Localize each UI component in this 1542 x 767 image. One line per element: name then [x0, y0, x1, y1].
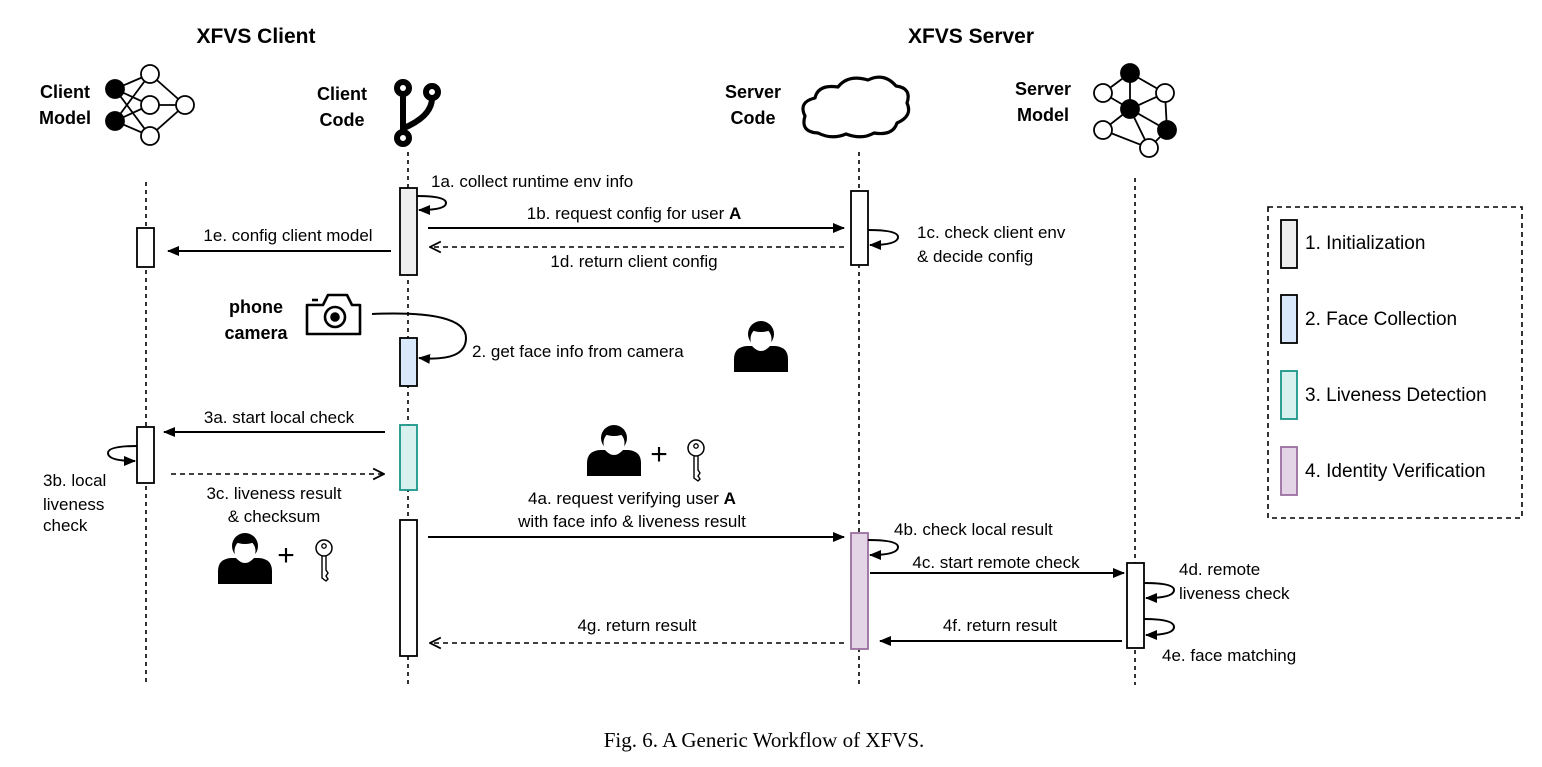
client-code-verify-activation: [399, 519, 418, 657]
svg-text:Server: Server: [725, 82, 781, 102]
client-model-label: Client Model: [39, 82, 91, 128]
server-model-label: Server Model: [1015, 79, 1071, 125]
svg-text:check: check: [43, 516, 88, 535]
server-code-label: Server Code: [725, 82, 781, 128]
legend-label: 2. Face Collection: [1305, 309, 1457, 330]
step-1e-label: 1e. config client model: [203, 226, 372, 245]
client-header: XFVS Client: [196, 25, 315, 48]
legend-item-initialization: 1. Initialization: [1280, 219, 1425, 269]
svg-text:Code: Code: [320, 110, 365, 130]
svg-text:4d. remote: 4d. remote: [1179, 560, 1260, 579]
legend-border: [1267, 206, 1523, 519]
legend-swatch: [1280, 219, 1298, 269]
client-code-liveness-activation: [399, 424, 418, 491]
step-3b-self-arrow: [106, 445, 138, 466]
legend-swatch: [1280, 446, 1298, 496]
client-model-config-activation: [136, 227, 155, 268]
graph-network-icon: [1093, 63, 1177, 158]
user-icon: [218, 533, 272, 584]
camera-icon: [305, 293, 362, 336]
step-1a-self-arrow: [416, 195, 448, 215]
step-1d-label: 1d. return client config: [550, 252, 717, 271]
legend-item-face-collection: 2. Face Collection: [1280, 294, 1457, 344]
step-3c-label: 3c. liveness result & checksum: [206, 484, 341, 526]
step-2-label: 2. get face info from camera: [472, 342, 684, 361]
svg-text:Client: Client: [40, 82, 90, 102]
neural-network-icon: [105, 64, 195, 146]
svg-text:Server: Server: [1015, 79, 1071, 99]
phone-camera-label: phone camera: [224, 297, 288, 343]
step-4f-label: 4f. return result: [943, 616, 1058, 635]
svg-text:camera: camera: [224, 323, 288, 343]
step-4d-self-arrow: [1143, 582, 1176, 603]
svg-text:3c. liveness result: 3c. liveness result: [206, 484, 341, 503]
svg-text:Code: Code: [731, 108, 776, 128]
user-icon: [734, 321, 788, 372]
server-code-verify-activation: [850, 532, 869, 650]
legend-item-liveness-detection: 3. Liveness Detection: [1280, 370, 1487, 420]
plus-sign: +: [650, 438, 668, 471]
svg-text:Model: Model: [39, 108, 91, 128]
step-1a-label: 1a. collect runtime env info: [431, 172, 633, 191]
step-4a-label: 4a. request verifying user A with face i…: [517, 489, 746, 531]
client-code-init-activation: [399, 187, 418, 276]
figure-caption: Fig. 6. A Generic Workflow of XFVS.: [604, 728, 925, 752]
legend-label: 1. Initialization: [1305, 233, 1425, 254]
step-4d-label: 4d. remote liveness check: [1179, 560, 1290, 603]
user-icon: [587, 425, 641, 476]
legend-item-identity-verification: 4. Identity Verification: [1280, 446, 1486, 496]
git-branch-icon: [394, 79, 441, 147]
step-1c-label: 1c. check client env & decide config: [917, 223, 1066, 266]
svg-text:1c. check client env: 1c. check client env: [917, 223, 1066, 242]
legend-swatch: [1280, 294, 1298, 344]
svg-text:Model: Model: [1017, 105, 1069, 125]
legend: 1. Initialization 2. Face Collection 3. …: [1267, 206, 1523, 519]
legend-label: 3. Liveness Detection: [1305, 385, 1487, 406]
step-4g-label: 4g. return result: [577, 616, 696, 635]
step-1c-self-arrow: [867, 229, 900, 250]
svg-text:Client: Client: [317, 84, 367, 104]
server-model-verify-activation: [1126, 562, 1145, 649]
step-2-arrow: [371, 312, 468, 364]
step-3b-label: 3b. local liveness check: [43, 471, 106, 535]
plus-sign: +: [277, 539, 295, 572]
cloud-icon: [801, 75, 911, 139]
svg-text:liveness check: liveness check: [1179, 584, 1290, 603]
svg-text:3b. local: 3b. local: [43, 471, 106, 490]
server-header: XFVS Server: [908, 25, 1034, 48]
server-code-config-activation: [850, 190, 869, 266]
client-code-label: Client Code: [317, 84, 367, 130]
svg-text:liveness: liveness: [43, 495, 104, 514]
step-3a-label: 3a. start local check: [204, 408, 355, 427]
svg-text:& decide config: & decide config: [917, 247, 1033, 266]
step-1b-label: 1b. request config for user A: [527, 204, 742, 223]
legend-swatch: [1280, 370, 1298, 420]
step-4e-label: 4e. face matching: [1162, 646, 1296, 665]
client-code-face-activation: [399, 337, 418, 387]
svg-text:phone: phone: [229, 297, 283, 317]
svg-text:with face info & liveness resu: with face info & liveness result: [517, 512, 746, 531]
step-4e-self-arrow: [1143, 618, 1176, 640]
step-4b-self-arrow: [867, 539, 900, 560]
key-icon: [315, 539, 333, 582]
step-4c-label: 4c. start remote check: [912, 553, 1080, 572]
step-4b-label: 4b. check local result: [894, 520, 1053, 539]
svg-text:& checksum: & checksum: [228, 507, 321, 526]
legend-label: 4. Identity Verification: [1305, 461, 1486, 482]
client-model-liveness-activation: [136, 426, 155, 484]
svg-text:4a. request verifying user A: 4a. request verifying user A: [528, 489, 736, 508]
key-icon: [687, 439, 705, 482]
